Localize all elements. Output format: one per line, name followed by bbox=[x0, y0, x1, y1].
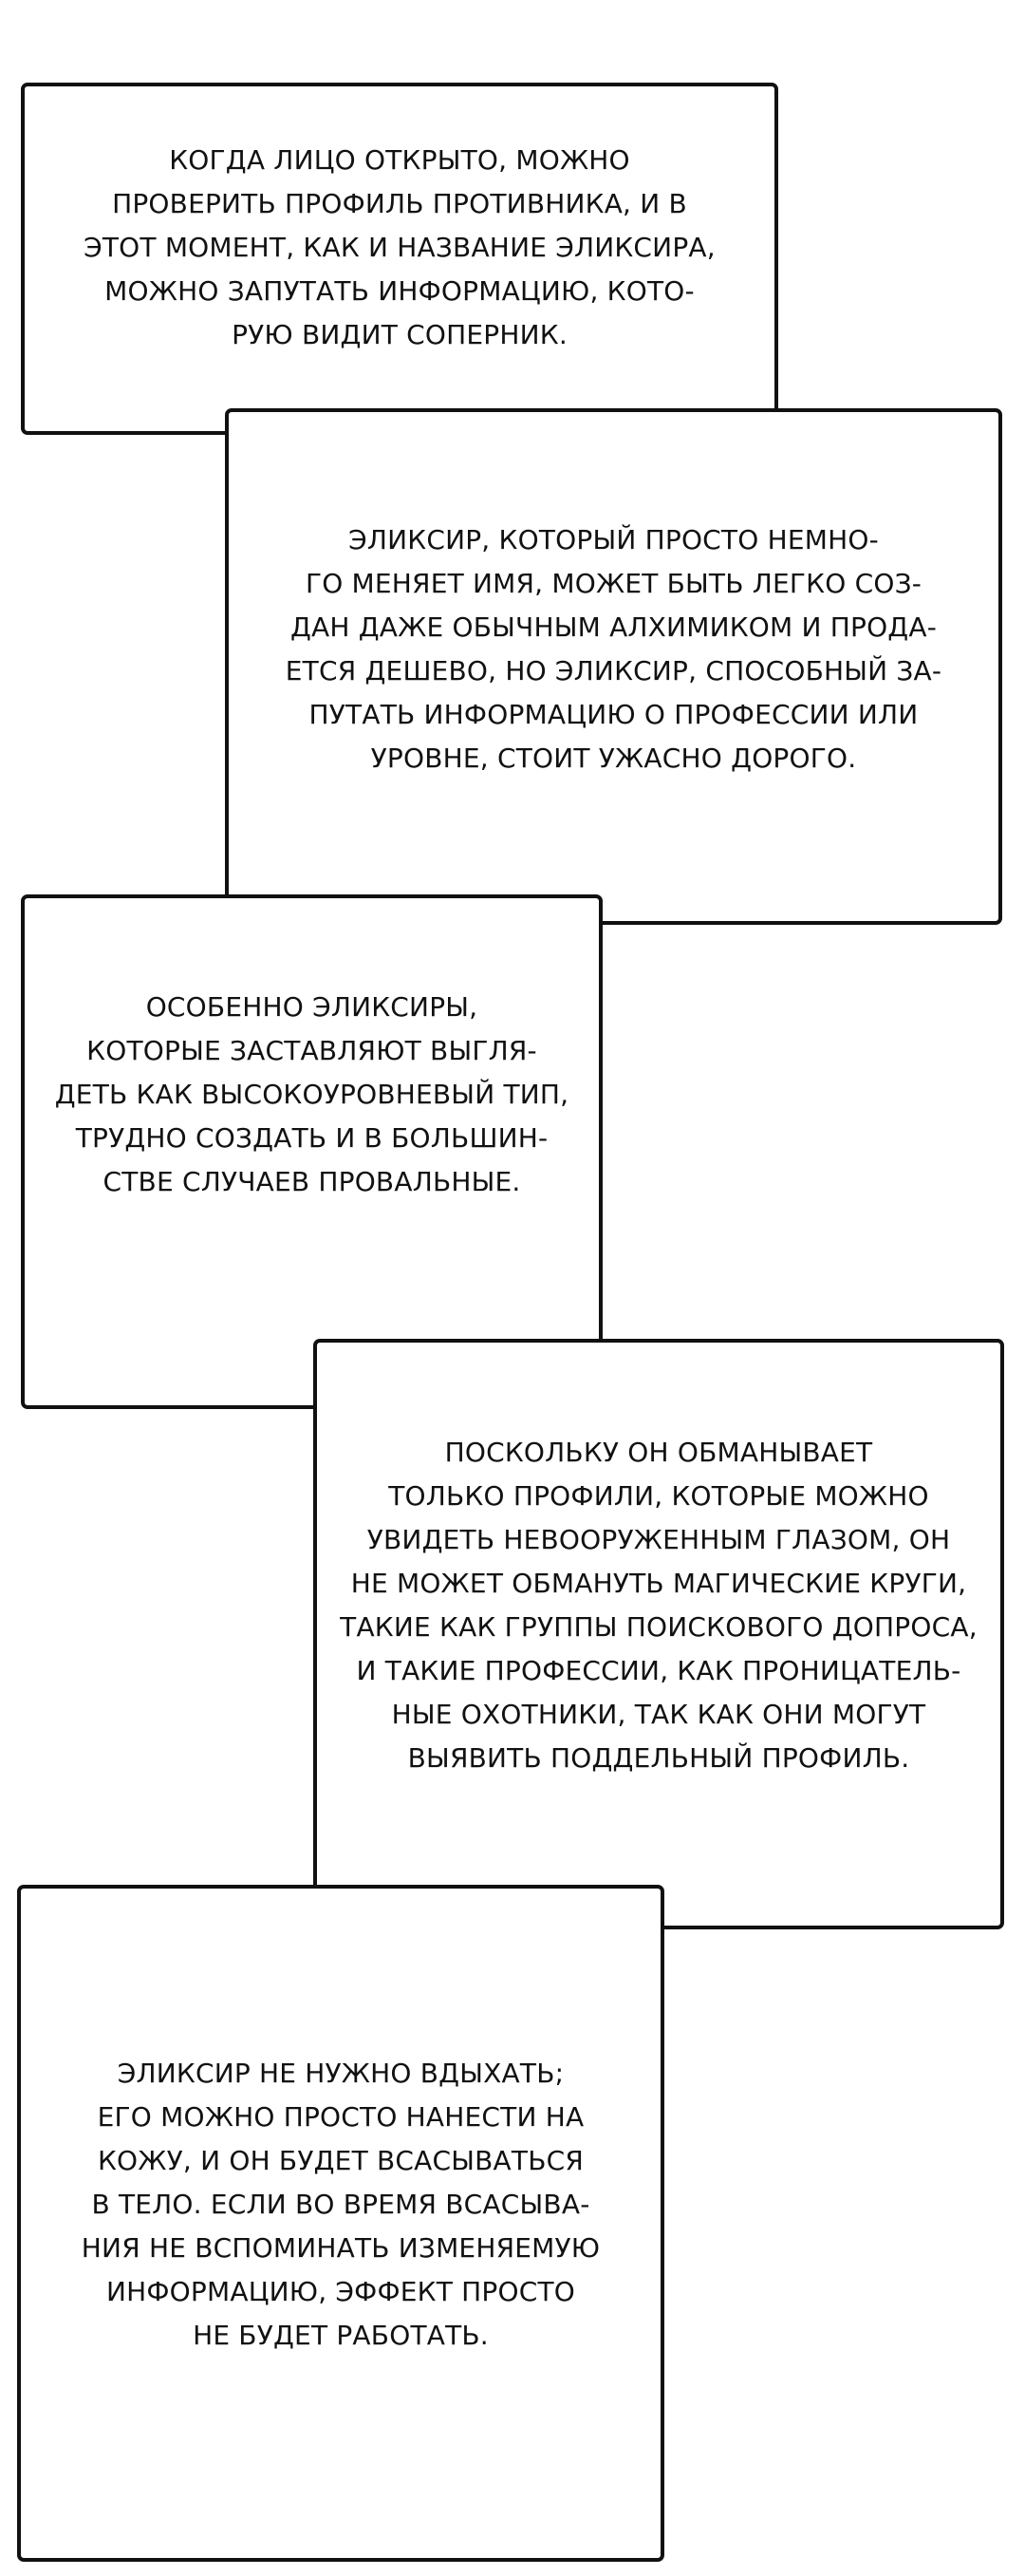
caption-line: Эликсир, который просто немно- bbox=[348, 524, 879, 555]
caption-box-2: Эликсир, который просто немно- го меняет… bbox=[225, 408, 1002, 925]
caption-line: информацию, эффект просто bbox=[105, 2275, 576, 2307]
caption-box-3: Особенно эликсиры, которые заставляют вы… bbox=[21, 894, 603, 1409]
caption-line: ется дешево, но эликсир, способный за- bbox=[285, 655, 942, 686]
caption-line: Особенно эликсиры, bbox=[145, 991, 478, 1023]
caption-line: не будет работать. bbox=[193, 2319, 489, 2351]
caption-line: стве случаев провальные. bbox=[102, 1166, 521, 1197]
caption-line: рую видит соперник. bbox=[232, 318, 568, 350]
caption-line: ния не вспоминать изменяемую bbox=[81, 2231, 601, 2264]
caption-text-4: Поскольку он обманывает только профили, … bbox=[340, 1431, 978, 1780]
caption-line: которые заставляют выгля- bbox=[86, 1035, 537, 1066]
caption-line: Когда лицо открыто, можно bbox=[169, 143, 630, 176]
caption-line: ные охотники, так как они могут bbox=[391, 1699, 926, 1730]
caption-text-3: Особенно эликсиры, которые заставляют вы… bbox=[55, 986, 569, 1204]
caption-box-1: Когда лицо открыто, можно проверить проф… bbox=[21, 83, 778, 435]
caption-text-1: Когда лицо открыто, можно проверить проф… bbox=[84, 139, 716, 357]
caption-line: трудно создать и в большин- bbox=[75, 1122, 549, 1154]
caption-line: его можно просто нанести на bbox=[97, 2100, 585, 2133]
caption-line: в тело. Если во время всасыва- bbox=[91, 2188, 590, 2220]
caption-line: этот момент, как и название эликсира, bbox=[84, 231, 716, 263]
caption-text-2: Эликсир, который просто немно- го меняет… bbox=[286, 518, 941, 780]
caption-line: не может обмануть магические круги, bbox=[350, 1568, 967, 1599]
caption-line: го меняет имя, может быть легко соз- bbox=[305, 568, 922, 599]
caption-line: деть как высокоуровневый тип, bbox=[54, 1079, 569, 1110]
caption-line: увидеть невооруженным глазом, он bbox=[366, 1524, 951, 1555]
caption-line: Поскольку он обманывает bbox=[444, 1437, 873, 1468]
caption-line: и такие профессии, как проницатель- bbox=[356, 1655, 961, 1686]
caption-line: Эликсир не нужно вдыхать; bbox=[117, 2057, 565, 2089]
caption-line: проверить профиль противника, и в bbox=[112, 187, 687, 219]
caption-line: выявить поддельный профиль. bbox=[407, 1742, 910, 1774]
caption-box-5: Эликсир не нужно вдыхать; его можно прос… bbox=[17, 1885, 664, 2562]
caption-line: только профили, которые можно bbox=[388, 1480, 929, 1512]
caption-line: путать информацию о профессии или bbox=[308, 699, 919, 730]
caption-box-4: Поскольку он обманывает только профили, … bbox=[313, 1339, 1004, 1929]
caption-line: можно запутать информацию, кото- bbox=[104, 274, 695, 307]
caption-text-5: Эликсир не нужно вдыхать; его можно прос… bbox=[82, 2052, 600, 2358]
caption-line: уровне, стоит ужасно дорого. bbox=[370, 743, 857, 774]
caption-line: такие как группы поискового допроса, bbox=[340, 1611, 978, 1643]
caption-line: дан даже обычным алхимиком и прода- bbox=[289, 611, 938, 643]
caption-line: кожу, и он будет всасываться bbox=[97, 2144, 585, 2176]
